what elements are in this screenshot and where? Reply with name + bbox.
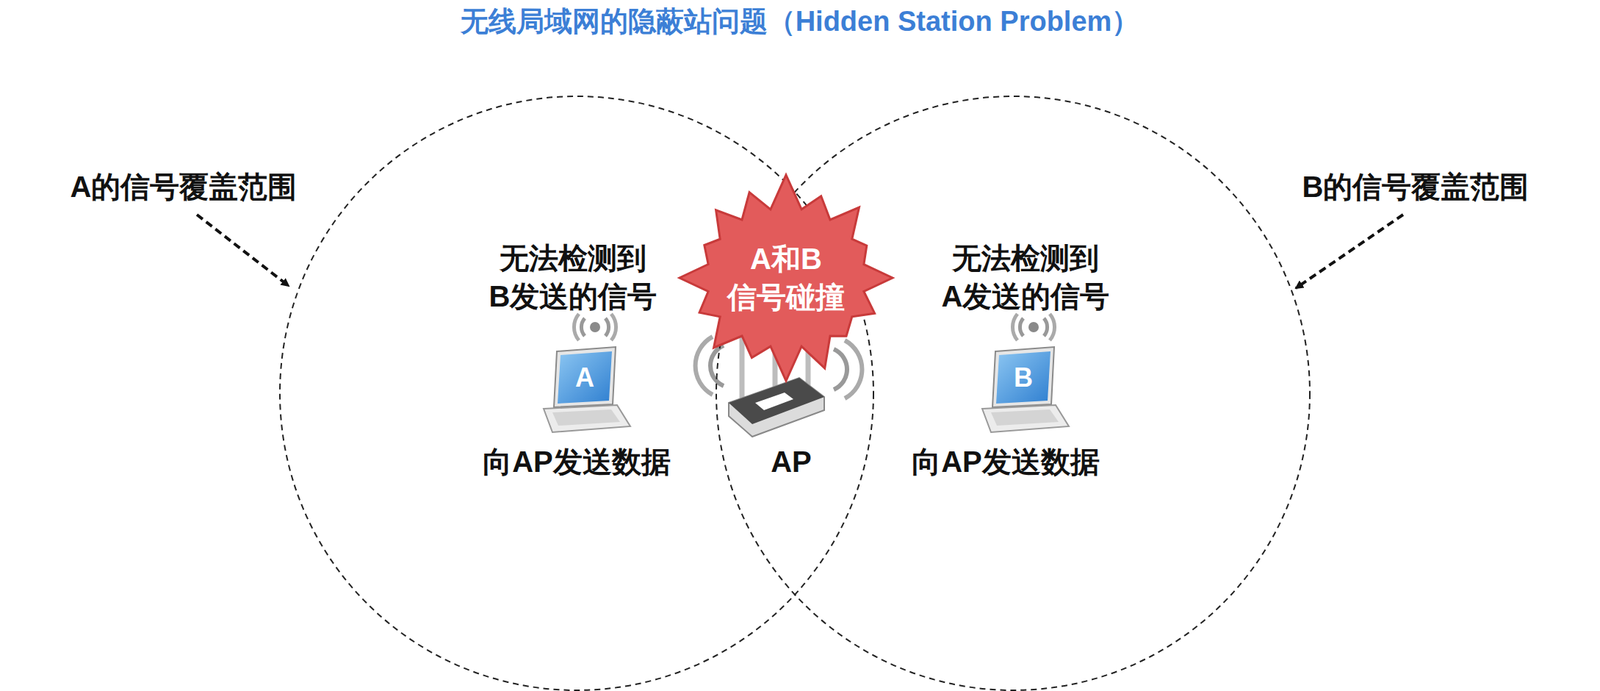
- region-label: A的信号覆盖范围: [70, 167, 298, 206]
- router-top: [728, 377, 825, 424]
- burst-label: A和B 信号碰撞: [712, 239, 860, 316]
- signal-arc: [605, 318, 609, 336]
- laptop-keyboard: [552, 409, 621, 426]
- screen-letter: B: [1013, 360, 1033, 396]
- coverage-circle: 无法检测到 A发送的信号向AP发送数据: [714, 94, 1312, 691]
- signal-arc: [695, 336, 713, 395]
- screen-letter: A: [575, 360, 595, 396]
- laptop-base: [543, 404, 631, 432]
- node-text: 向AP发送数据: [911, 442, 1100, 481]
- signal-dot: [589, 321, 601, 333]
- node-text: 无法检测到 A发送的信号: [922, 238, 1129, 316]
- signal-arc: [581, 318, 585, 336]
- node-text: 无法检测到 B发送的信号: [470, 238, 676, 316]
- node-text: 向AP发送数据: [482, 442, 671, 481]
- region-label: B的信号覆盖范围: [1302, 167, 1530, 206]
- signal-arc: [611, 313, 617, 341]
- signal-arc: [833, 348, 848, 390]
- node-outline: [714, 94, 1312, 691]
- signal-arc: [573, 313, 579, 341]
- burst-shape: [679, 174, 893, 381]
- coverage-boundary: [716, 96, 1310, 690]
- leader-arrow: [196, 214, 289, 286]
- router-body: [728, 377, 825, 437]
- device-label: AP: [770, 442, 812, 481]
- laptop-icon: [982, 313, 1069, 432]
- laptop-lid: [553, 346, 616, 407]
- signal-arc: [844, 340, 862, 399]
- router-logo: [755, 392, 794, 410]
- leader-arrow: [1295, 214, 1404, 288]
- title: 无线局域网的隐蔽站问题（Hidden Station Problem）: [460, 3, 1141, 40]
- node-outline: [675, 171, 897, 385]
- laptop-screen: [557, 351, 612, 404]
- collision-burst: A和B 信号碰撞: [675, 171, 897, 385]
- laptop-icon: [543, 313, 631, 432]
